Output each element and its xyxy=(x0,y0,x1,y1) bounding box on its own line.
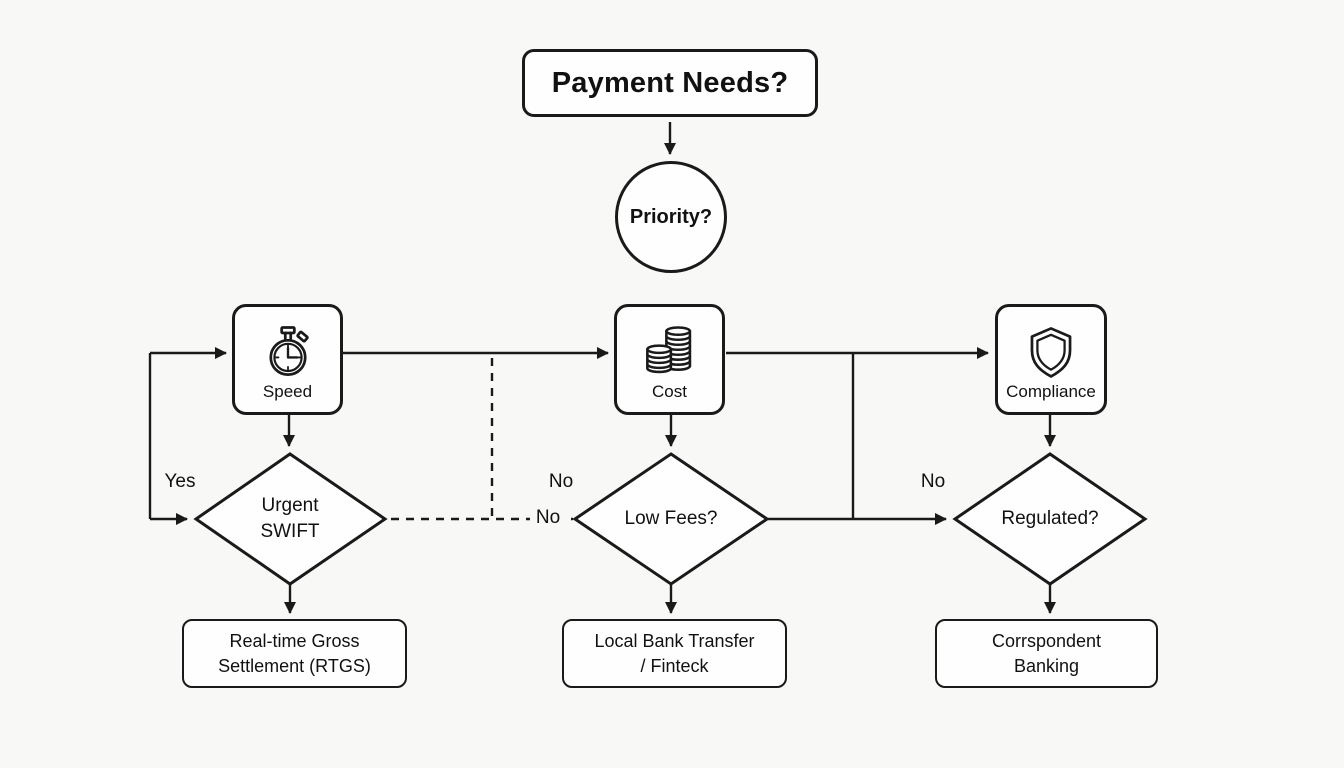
category-label-cost: Cost xyxy=(652,382,687,401)
coins-icon xyxy=(641,323,699,381)
decision-text-regulated: Regulated? xyxy=(1001,508,1099,530)
category-node-speed: Speed xyxy=(232,304,343,415)
category-label-speed: Speed xyxy=(262,382,313,401)
stopwatch-icon xyxy=(259,323,317,381)
edge-label-no-upper: No xyxy=(548,471,574,492)
result-node-correspondent: Corrspondent Banking xyxy=(935,619,1158,688)
result-node-local-transfer: Local Bank Transfer / Finteck xyxy=(562,619,787,688)
shield-icon xyxy=(1022,323,1080,381)
edge-label-no-inline: No xyxy=(530,507,566,529)
decision-diamond-low-fees xyxy=(572,452,770,586)
edge-label-no-right: No xyxy=(920,471,946,492)
priority-label: Priority? xyxy=(629,205,713,228)
title-label: Payment Needs? xyxy=(551,66,789,99)
result-node-rtgs: Real-time Gross Settlement (RTGS) xyxy=(182,619,407,688)
decision-text-low-fees: Low Fees? xyxy=(624,508,718,530)
decision-diamond-urgent-swift xyxy=(193,452,388,586)
category-node-compliance: Compliance xyxy=(995,304,1107,415)
edge-label-yes: Yes xyxy=(164,471,196,492)
priority-node: Priority? xyxy=(615,161,727,273)
title-node: Payment Needs? xyxy=(522,49,818,117)
decision-text-urgent-swift: Urgent SWIFT xyxy=(260,495,320,542)
decision-diamond-regulated xyxy=(952,452,1148,586)
category-label-compliance: Compliance xyxy=(1006,382,1096,401)
category-node-cost: Cost xyxy=(614,304,725,415)
